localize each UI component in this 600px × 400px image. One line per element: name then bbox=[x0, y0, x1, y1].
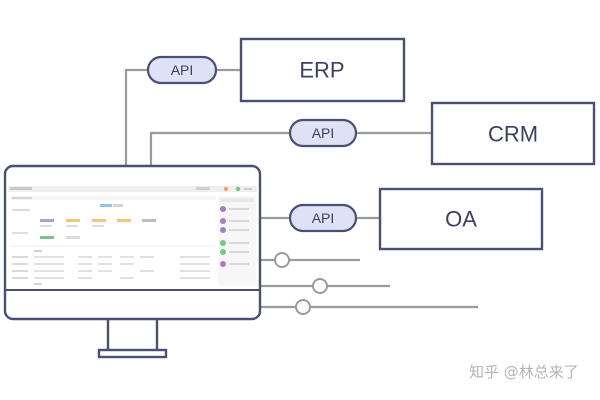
avatar bbox=[220, 227, 226, 233]
api-pill-crm: API bbox=[288, 118, 358, 148]
system-oa: OA bbox=[378, 187, 544, 251]
open-connection-3 bbox=[260, 299, 478, 315]
system-oa-label: OA bbox=[445, 207, 477, 232]
system-crm: CRM bbox=[430, 101, 596, 166]
connector-node-icon bbox=[274, 252, 290, 268]
screen-content bbox=[8, 182, 257, 288]
api-label-oa: API bbox=[312, 210, 335, 226]
avatar bbox=[220, 206, 226, 212]
api-label-erp: API bbox=[171, 62, 194, 78]
avatar bbox=[220, 249, 226, 255]
screen-user-list bbox=[220, 206, 249, 267]
avatar bbox=[220, 240, 226, 246]
link-erp-to-monitor bbox=[124, 68, 148, 166]
avatar bbox=[220, 261, 226, 267]
api-pill-erp: API bbox=[146, 55, 218, 85]
avatar bbox=[220, 218, 226, 224]
open-connection-1 bbox=[260, 252, 360, 268]
open-connection-2 bbox=[260, 278, 390, 294]
link-crm-to-monitor bbox=[149, 131, 290, 166]
api-pill-oa: API bbox=[288, 203, 358, 233]
system-erp: ERP bbox=[239, 37, 406, 103]
watermark-text: 知乎 @林总来了 bbox=[469, 363, 579, 381]
system-crm-label: CRM bbox=[488, 122, 538, 147]
connector-node-icon bbox=[295, 299, 311, 315]
connector-node-icon bbox=[312, 278, 328, 294]
status-dot-icon bbox=[223, 186, 229, 192]
screen-toolbar bbox=[10, 196, 216, 200]
status-dot-icon bbox=[235, 186, 241, 192]
system-erp-label: ERP bbox=[299, 58, 344, 83]
screen-topbar bbox=[8, 186, 257, 192]
api-label-crm: API bbox=[312, 125, 335, 141]
